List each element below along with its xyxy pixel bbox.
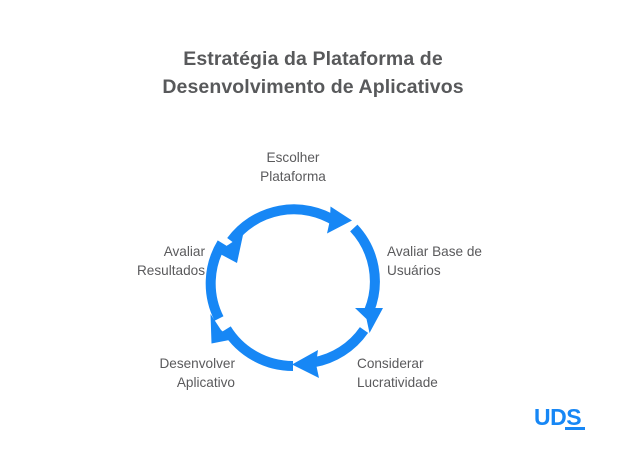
uds-logo-underline	[565, 427, 585, 430]
cycle-arrow-segment-2	[350, 224, 383, 333]
cycle-label-step-4: Desenvolver Aplicativo	[159, 356, 235, 391]
cycle-arrow-segment-1	[227, 204, 352, 245]
page-title: Estratégia da Plataforma de Desenvolvime…	[162, 48, 464, 98]
uds-logo: UDS	[534, 406, 594, 438]
cycle-label-step-3: Considerar Lucratividade	[357, 356, 438, 391]
cycle-arrow-segment-4	[210, 314, 294, 372]
uds-logo-text: UDS	[534, 404, 582, 430]
cycle-label-step-2: Avaliar Base de Usuários	[387, 244, 482, 279]
cycle-arrow-segment-5	[205, 235, 243, 321]
cycle-label-step-5: Avaliar Resultados	[136, 244, 205, 279]
cycle-arrow-segment-3	[292, 327, 369, 378]
cycle-label-step-1: Escolher Plataforma	[260, 150, 326, 185]
